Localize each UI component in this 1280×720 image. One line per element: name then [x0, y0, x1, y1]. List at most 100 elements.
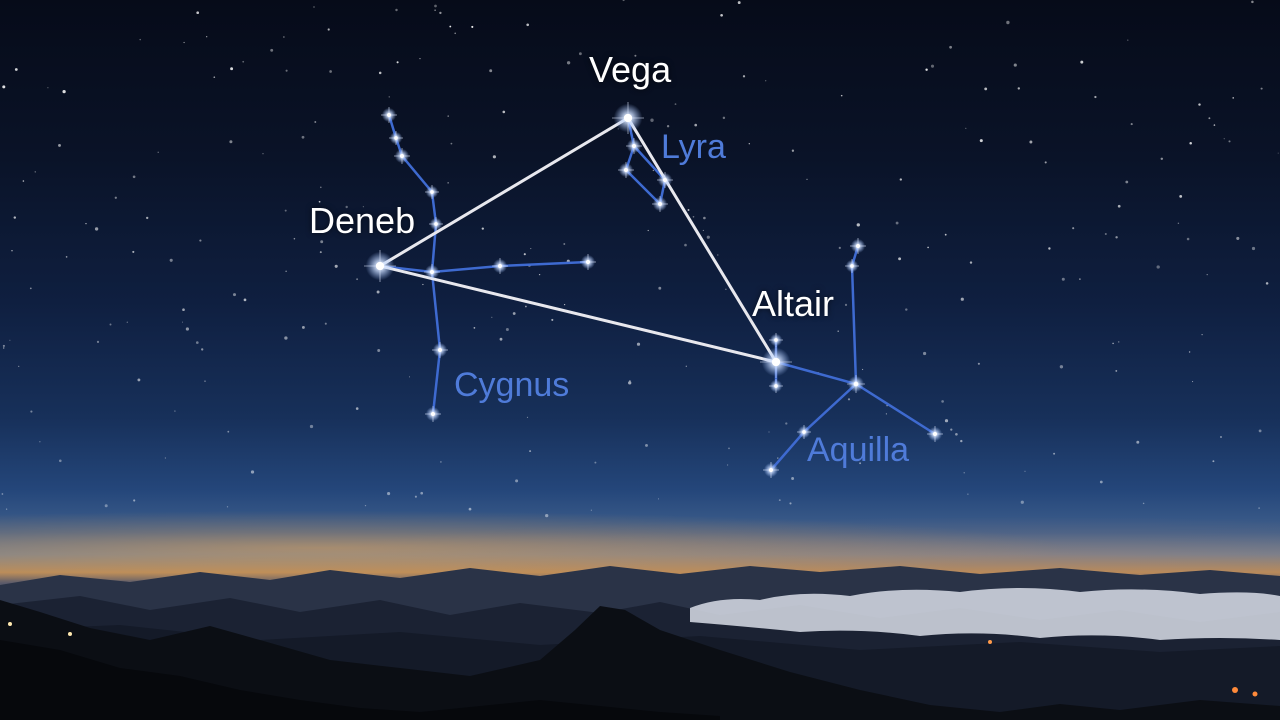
background-star	[706, 235, 710, 239]
summer-triangle	[378, 116, 778, 364]
landscape	[0, 566, 1280, 720]
constellation-star	[364, 250, 396, 282]
background-star	[126, 321, 128, 323]
constellation-star	[394, 148, 410, 164]
background-star	[13, 216, 16, 219]
background-star	[1048, 247, 1051, 250]
background-star	[652, 169, 654, 172]
background-star	[1251, 0, 1254, 4]
background-star	[334, 264, 338, 268]
background-star	[967, 493, 969, 495]
background-star	[748, 143, 750, 145]
constellation-star	[760, 346, 792, 378]
background-star	[944, 233, 947, 236]
background-star	[1029, 140, 1033, 144]
background-star	[2, 85, 6, 89]
background-star	[1156, 265, 1160, 269]
background-star	[327, 28, 330, 31]
background-star	[356, 278, 359, 281]
background-star	[230, 67, 234, 71]
background-star	[502, 110, 506, 114]
background-star	[301, 325, 305, 329]
star-label-vega: Vega	[589, 49, 672, 90]
background-star	[551, 318, 554, 321]
background-star	[1232, 97, 1234, 99]
background-star	[1186, 237, 1190, 241]
background-star	[285, 69, 288, 72]
background-star	[329, 70, 332, 73]
background-star	[133, 499, 136, 502]
constellation-star	[927, 426, 943, 442]
background-star	[838, 246, 841, 250]
background-star	[96, 340, 100, 343]
background-star	[420, 491, 424, 495]
background-star	[377, 349, 381, 352]
background-star	[62, 89, 66, 94]
background-star	[692, 216, 695, 218]
background-star	[899, 178, 902, 181]
star-label-altair: Altair	[752, 283, 835, 324]
background-star	[284, 336, 288, 340]
background-star	[702, 229, 704, 231]
background-star	[473, 327, 476, 329]
background-star	[847, 398, 851, 401]
background-star	[447, 115, 449, 117]
background-star	[114, 196, 117, 199]
background-star	[471, 25, 474, 28]
background-star	[657, 498, 660, 500]
background-star	[720, 13, 723, 17]
background-star	[1117, 341, 1120, 343]
constellation-label-aquilla: Aquilla	[807, 431, 910, 469]
background-star	[658, 286, 662, 290]
background-star	[301, 135, 305, 139]
background-star	[1188, 351, 1191, 353]
constellation-stars	[364, 102, 943, 478]
background-star	[685, 365, 687, 367]
background-star	[1258, 507, 1260, 509]
background-star	[1115, 236, 1118, 239]
background-star	[283, 36, 285, 38]
background-star	[320, 240, 324, 244]
background-star	[1099, 480, 1103, 484]
background-star	[647, 229, 649, 232]
background-star	[768, 431, 770, 433]
background-star	[885, 413, 888, 415]
background-star	[530, 248, 532, 250]
town-light	[1232, 687, 1238, 693]
background-star	[578, 52, 582, 56]
background-star	[717, 254, 719, 256]
background-star	[944, 419, 949, 423]
background-star	[376, 290, 380, 294]
constellation-star	[429, 217, 443, 231]
background-star	[737, 1, 741, 5]
background-star	[104, 504, 108, 508]
constellation-star	[769, 333, 783, 347]
background-star	[927, 246, 929, 249]
background-star	[319, 251, 322, 254]
constellation-star	[652, 196, 668, 212]
constellation-star	[769, 379, 783, 393]
background-star	[318, 200, 321, 203]
background-star	[204, 380, 206, 382]
background-stars	[1, 0, 1279, 518]
background-star	[930, 64, 935, 68]
background-star	[960, 297, 964, 301]
background-star	[364, 504, 367, 507]
background-star	[984, 87, 988, 91]
background-star	[229, 140, 233, 144]
background-star	[419, 57, 421, 60]
constellation-star	[657, 172, 673, 188]
background-star	[65, 256, 68, 258]
constellation-star	[845, 259, 859, 273]
background-star	[1208, 117, 1211, 120]
background-star	[320, 186, 322, 189]
background-star	[840, 94, 843, 97]
background-star	[925, 68, 928, 71]
constellation-star	[847, 375, 865, 393]
background-star	[293, 237, 296, 240]
background-star	[314, 121, 317, 123]
background-star	[157, 151, 159, 153]
background-star	[791, 477, 795, 480]
horizon-glow	[0, 500, 1280, 580]
background-star	[634, 54, 637, 57]
